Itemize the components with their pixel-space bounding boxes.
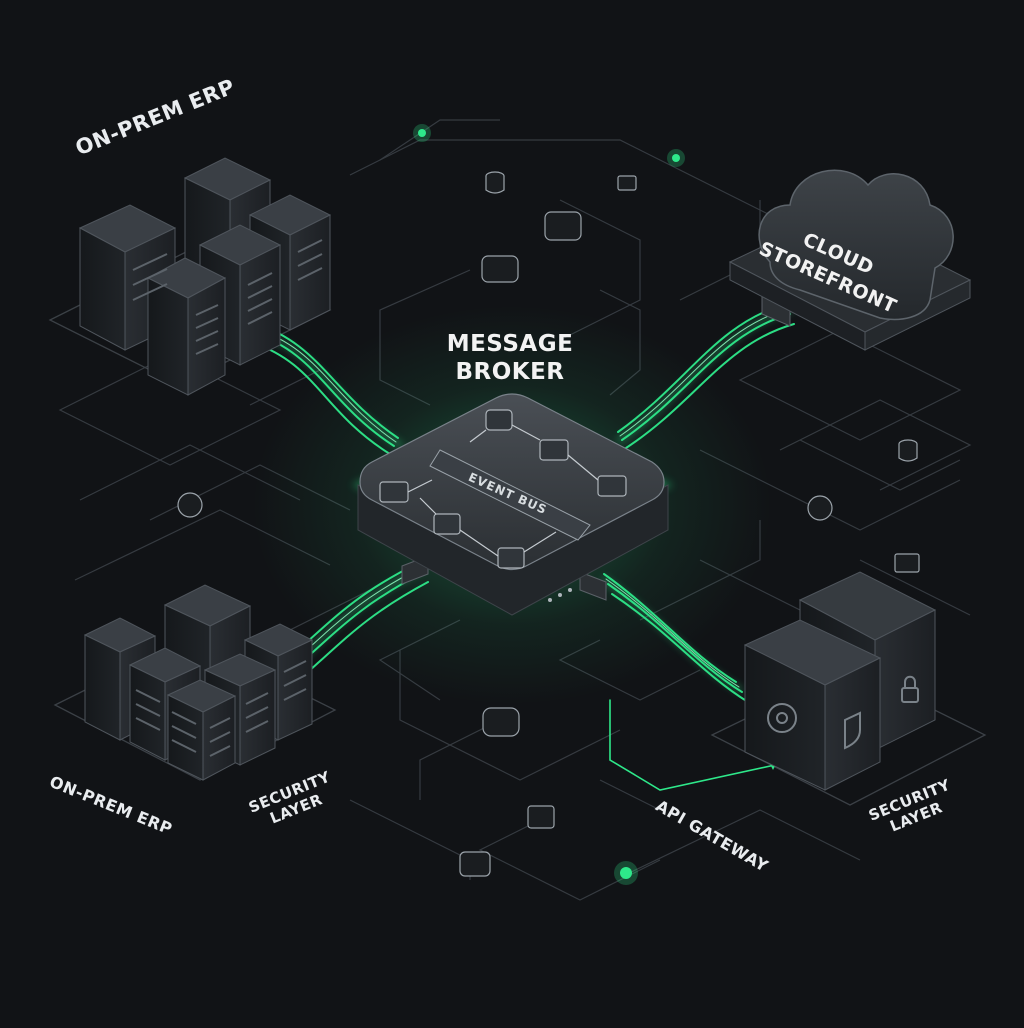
- share-icon: [433, 513, 461, 535]
- broker-line1: MESSAGE: [446, 331, 574, 357]
- grid-icon: [379, 481, 409, 503]
- network-icon: [481, 255, 519, 283]
- chip-icon: [497, 547, 525, 569]
- cloud-upload-icon: [544, 211, 582, 241]
- erp-top-servers: [78, 157, 332, 396]
- lock-icon: [901, 687, 919, 703]
- gear-icon: [767, 703, 797, 733]
- briefcase-icon: [617, 175, 637, 191]
- queue-icon: [539, 439, 569, 461]
- message-broker-title: MESSAGE BROKER: [420, 330, 600, 386]
- plug-icon: [807, 495, 833, 521]
- image-icon: [894, 553, 920, 573]
- lock-icon-bottom: [527, 805, 555, 829]
- erp-bottom-servers: [83, 584, 314, 781]
- broker-line2: BROKER: [455, 359, 565, 385]
- plug-icon-bottom: [459, 851, 491, 877]
- cloud-storefront: [728, 169, 972, 351]
- floating-icons: [177, 171, 920, 877]
- api-gateway-device: [743, 571, 937, 791]
- message-broker-hub: [351, 393, 674, 616]
- clock-icon-left: [177, 492, 203, 518]
- shield-icon-bottom: [482, 707, 520, 737]
- glow-nodes: [413, 124, 685, 885]
- shield-icon: [844, 711, 861, 750]
- dot-grid-icon: [597, 475, 627, 497]
- clock-icon: [485, 409, 513, 431]
